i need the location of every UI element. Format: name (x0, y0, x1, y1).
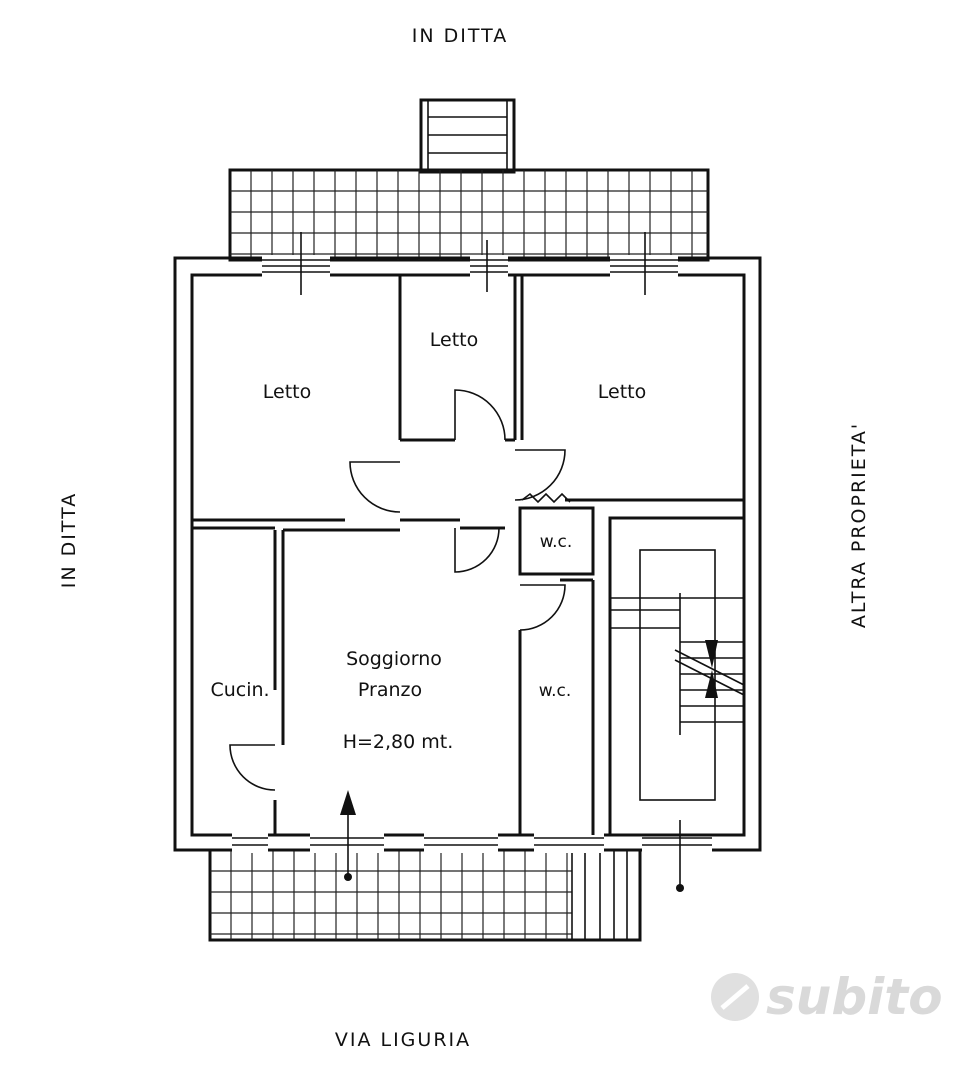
bottom-terrace (208, 848, 642, 942)
room-soggiorno: Soggiorno (346, 648, 442, 670)
room-wc-lower: w.c. (539, 681, 572, 701)
room-pranzo: Pranzo (358, 679, 422, 701)
doors (229, 389, 571, 791)
room-letto-right: Letto (598, 381, 646, 403)
watermark: subito (711, 968, 943, 1026)
internal-stair (610, 549, 745, 892)
room-height: H=2,80 mt. (343, 731, 454, 753)
room-letto-center: Letto (430, 329, 478, 351)
label-left: IN DITTA (58, 492, 80, 589)
watermark-text: subito (766, 968, 943, 1026)
room-letto-left: Letto (263, 381, 311, 403)
label-top: IN DITTA (412, 25, 509, 47)
top-windows (262, 232, 678, 295)
interior-walls (192, 275, 746, 837)
top-stair (419, 98, 516, 174)
room-cucina: Cucin. (210, 679, 269, 701)
room-wc-upper: w.c. (540, 532, 573, 552)
entrance-arrow (340, 790, 356, 881)
label-bottom: VIA LIGURIA (335, 1029, 471, 1051)
top-terrace (228, 168, 710, 262)
label-right: ALTRA PROPRIETA' (848, 422, 870, 628)
